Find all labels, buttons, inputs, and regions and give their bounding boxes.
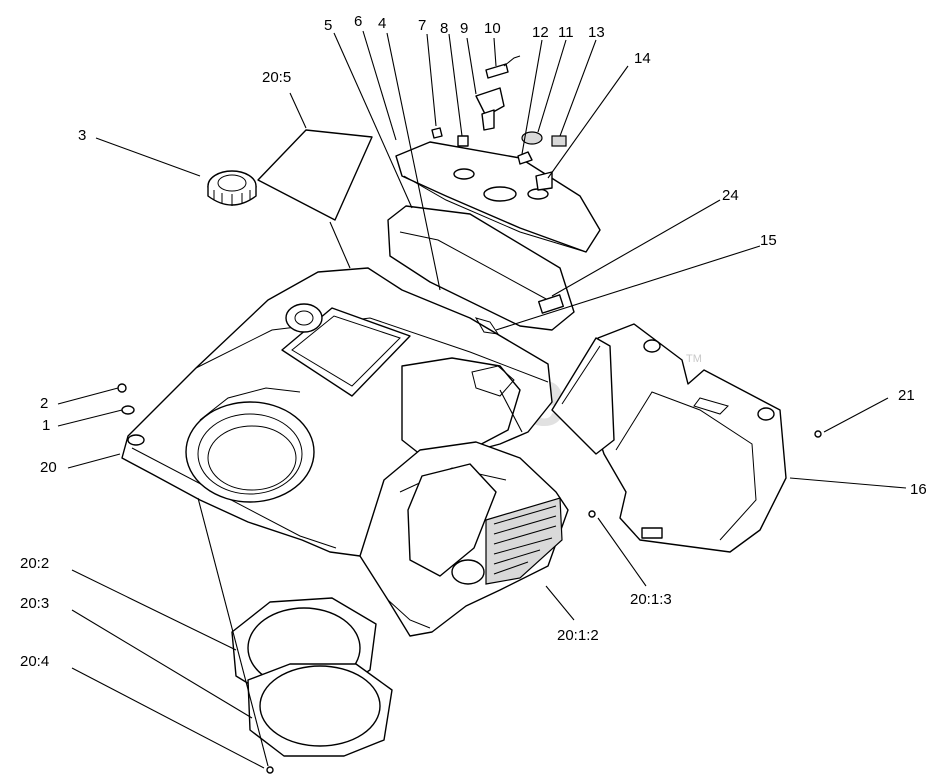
callout-12: 12 (532, 24, 549, 41)
lower-housing (359, 441, 569, 637)
watermark-trademark: TM (686, 353, 702, 365)
callout-6: 6 (354, 13, 362, 30)
callout-20-3: 20:3 (20, 595, 49, 612)
leader-lines (57, 30, 907, 769)
callout-7: 7 (418, 17, 426, 34)
callout-20-2: 20:2 (20, 555, 49, 572)
callout-10: 10 (484, 20, 501, 37)
callout-16: 16 (910, 481, 927, 498)
outlet-gaskets (231, 597, 393, 774)
control-panel-assembly (387, 141, 601, 335)
side-deflector (551, 337, 615, 455)
callout-11: 11 (558, 24, 574, 41)
callout-1: 1 (42, 417, 50, 434)
callout-4: 4 (378, 15, 386, 32)
callout-20-4: 20:4 (20, 653, 49, 670)
callout-labels: 20:5 3 5 6 4 7 8 9 10 12 11 13 14 24 15 … (20, 13, 927, 670)
fuel-cap (207, 170, 257, 206)
callout-9: 9 (460, 20, 468, 37)
callout-15: 15 (760, 232, 777, 249)
decal-sheet (257, 129, 373, 221)
side-screws (588, 430, 822, 518)
callout-13: 13 (588, 24, 605, 41)
right-side-cover (595, 323, 787, 553)
callout-20: 20 (40, 459, 57, 476)
callout-20-5: 20:5 (262, 69, 291, 86)
callout-20-1-2: 20:1:2 (557, 627, 599, 644)
callout-5: 5 (324, 17, 332, 34)
panel-hardware (431, 55, 567, 191)
callout-8: 8 (440, 20, 448, 37)
main-shroud (121, 267, 553, 557)
callout-2: 2 (40, 395, 48, 412)
callout-3: 3 (78, 127, 86, 144)
callout-21: 21 (898, 387, 915, 404)
callout-24: 24 (722, 187, 739, 204)
washer-screw (117, 383, 135, 415)
callout-14: 14 (634, 50, 651, 67)
callout-20-1-3: 20:1:3 (630, 591, 672, 608)
